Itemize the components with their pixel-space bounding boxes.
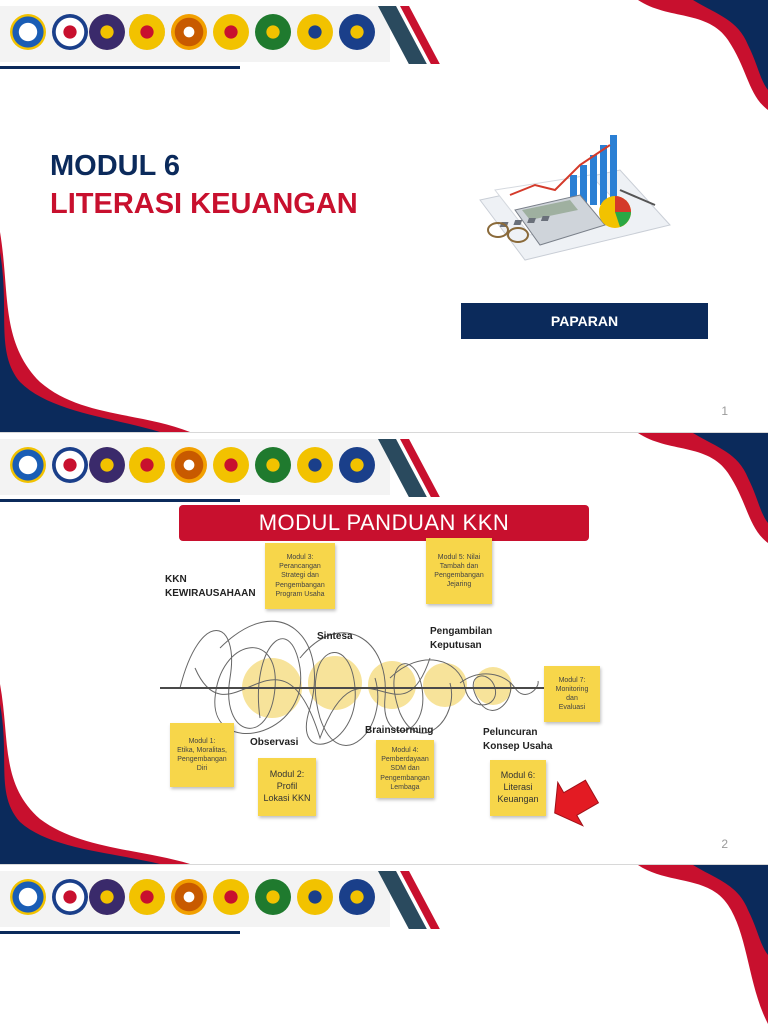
university-seal-logo (89, 879, 125, 915)
university-seal-logo (129, 879, 165, 915)
page-number: 2 (721, 837, 728, 851)
top-right-wave-decoration (638, 0, 768, 110)
university-seal-logo (213, 14, 249, 50)
top-right-wave-decoration (638, 865, 768, 1024)
paparan-button[interactable]: PAPARAN (461, 303, 708, 339)
university-seal-logo (129, 447, 165, 483)
tut-wuri-handayani-logo (10, 447, 46, 483)
university-seal-logo (52, 447, 88, 483)
partner-logo-band (0, 0, 440, 69)
label-kkn-kewirausahaan: KKN KEWIRAUSAHAAN (165, 574, 256, 599)
slide-3 (0, 865, 768, 1024)
bottom-left-wave-decoration (0, 232, 190, 432)
sticky-note-modul-1: Modul 1: Etika, Moralitas, Pengembangan … (170, 723, 234, 787)
sticky-note-modul-6: Modul 6: Literasi Keuangan (490, 760, 546, 816)
label-peluncuran-konsep-usaha: Peluncuran Konsep Usaha (483, 727, 553, 752)
partner-logo-band (0, 433, 440, 502)
label-brainstorming: Brainstorming (365, 725, 434, 736)
university-seal-logo (297, 879, 333, 915)
university-seal-logo (171, 14, 207, 50)
sticky-note-modul-4: Modul 4: Pemberdayaan SDM dan Pengembang… (376, 740, 434, 798)
finance-calculator-chart-illustration (479, 135, 671, 261)
partner-logo-band (0, 865, 440, 934)
university-seal-logo (89, 447, 125, 483)
university-seal-logo (339, 879, 375, 915)
module-number-title: MODUL 6 (50, 150, 180, 182)
label-observasi: Observasi (250, 737, 299, 748)
label-sintesa: Sintesa (317, 631, 353, 642)
slide-divider (0, 432, 768, 433)
university-seal-logo (213, 879, 249, 915)
module-topic-title: LITERASI KEUANGAN (50, 188, 358, 220)
top-right-wave-decoration (638, 433, 768, 543)
modul-panduan-banner: MODUL PANDUAN KKN (179, 505, 589, 541)
slide-2: MODUL PANDUAN KKN KKN KEWIRAUSAHAAN Sint… (0, 433, 768, 864)
university-seal-logo (255, 879, 291, 915)
university-seal-logo (89, 14, 125, 50)
university-seal-logo (52, 14, 88, 50)
university-seal-logo (171, 879, 207, 915)
tut-wuri-handayani-logo (10, 879, 46, 915)
sticky-note-modul-3: Modul 3: Perancangan Strategi dan Pengem… (265, 543, 335, 609)
sticky-note-modul-7: Modul 7: Monitoring dan Evaluasi (544, 666, 600, 722)
kkn-process-diagram: KKN KEWIRAUSAHAAN Sintesa Pengambilan Ke… (160, 538, 620, 828)
university-seal-logo (255, 447, 291, 483)
university-seal-logo (129, 14, 165, 50)
university-seal-logo (52, 879, 88, 915)
university-seal-logo (339, 14, 375, 50)
sticky-note-modul-5: Modul 5: Nilai Tambah dan Pengembangan J… (426, 538, 492, 604)
slide-divider (0, 864, 768, 865)
sticky-note-modul-2: Modul 2: Profil Lokasi KKN (258, 758, 316, 816)
university-seal-logo (213, 447, 249, 483)
university-seal-logo (297, 14, 333, 50)
scribble-process-path (160, 620, 600, 827)
university-seal-logo (297, 447, 333, 483)
tut-wuri-handayani-logo (10, 14, 46, 50)
university-seal-logo (255, 14, 291, 50)
label-pengambilan-keputusan: Pengambilan Keputusan (430, 626, 493, 651)
slide-1: MODUL 6 LITERASI KEUANGAN PAPARAN 1 (0, 0, 768, 432)
page-number: 1 (721, 404, 728, 418)
bottom-left-wave-decoration (0, 684, 190, 864)
university-seal-logo (339, 447, 375, 483)
university-seal-logo (171, 447, 207, 483)
red-pointer-arrow (554, 779, 600, 827)
